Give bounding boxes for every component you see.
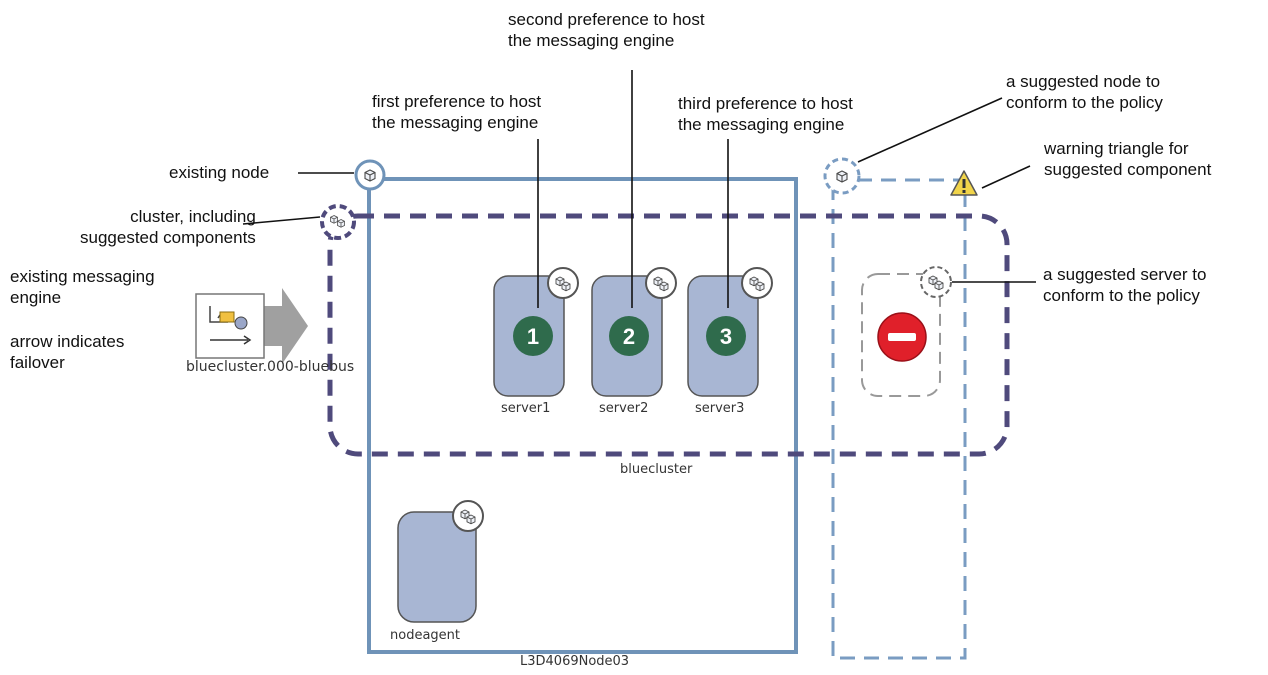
preference-badge: 1 — [527, 324, 539, 349]
preference-badge: 3 — [720, 324, 732, 349]
preference-badge: 2 — [623, 324, 635, 349]
server-name: server3 — [695, 401, 745, 416]
existing-node-marker[interactable] — [354, 159, 386, 191]
callout-line: first preference to host — [372, 92, 542, 111]
server-name: server2 — [599, 401, 649, 416]
node-icon — [364, 169, 376, 182]
server-name: server1 — [501, 401, 551, 416]
server-card[interactable]: 3 — [687, 267, 773, 397]
callout-arrow: arrow indicates failover — [10, 331, 124, 373]
nodeagent-label: nodeagent — [390, 628, 460, 643]
callout-line: suggested components — [80, 228, 256, 247]
callout-line: second preference to host — [508, 10, 705, 29]
node-label: L3D4069Node03 — [520, 654, 630, 669]
messaging-engine-icon[interactable] — [195, 293, 265, 359]
callout-line: existing messaging — [10, 267, 155, 286]
callout-line: the messaging engine — [678, 115, 845, 134]
engine-label: bluecluster.000-bluebus — [186, 359, 355, 375]
cluster-marker[interactable] — [320, 204, 356, 240]
callout-first-preference: first preference to host the messaging e… — [372, 91, 541, 133]
suggested-node-icon — [836, 170, 848, 183]
server-card[interactable]: 2 — [591, 267, 677, 397]
callout-line: third preference to host — [678, 94, 853, 113]
failover-arrow-icon — [262, 288, 308, 364]
suggested-server[interactable] — [861, 266, 952, 397]
warning-icon[interactable] — [950, 170, 978, 196]
callout-line: arrow indicates — [10, 332, 125, 351]
node-box[interactable] — [367, 177, 798, 654]
nodeagent-card[interactable] — [397, 500, 484, 623]
callout-line: the messaging engine — [508, 31, 675, 50]
callout-line: a suggested node to — [1006, 72, 1161, 91]
callout-cluster: cluster, including suggested components — [80, 206, 256, 248]
callout-line: suggested component — [1044, 160, 1212, 179]
callout-line: failover — [10, 353, 65, 372]
callout-existing-node: existing node — [169, 163, 270, 182]
stop-icon — [877, 312, 927, 362]
suggested-node-marker[interactable] — [823, 157, 861, 195]
callout-line: conform to the policy — [1043, 286, 1200, 305]
callout-second-preference: second preference to host the messaging … — [508, 9, 705, 51]
callout-line: cluster, including — [130, 207, 256, 226]
callout-third-preference: third preference to host the messaging e… — [678, 93, 853, 135]
server-card[interactable]: 1 — [493, 267, 579, 397]
callout-suggested-node: a suggested node to conform to the polic… — [1006, 71, 1163, 113]
leader-lines — [242, 70, 1036, 308]
cluster-box[interactable] — [327, 213, 1010, 457]
suggested-node-box[interactable] — [831, 178, 967, 660]
callout-line: the messaging engine — [372, 113, 539, 132]
callout-line: a suggested server to — [1043, 265, 1207, 284]
callout-line: warning triangle for — [1044, 139, 1189, 158]
callout-line: conform to the policy — [1006, 93, 1163, 112]
callout-warning: warning triangle for suggested component — [1044, 138, 1211, 180]
callout-suggested-server: a suggested server to conform to the pol… — [1043, 264, 1206, 306]
callout-line: engine — [10, 288, 62, 307]
callout-messaging-engine: existing messaging engine — [10, 266, 155, 308]
cluster-label: bluecluster — [620, 462, 693, 477]
